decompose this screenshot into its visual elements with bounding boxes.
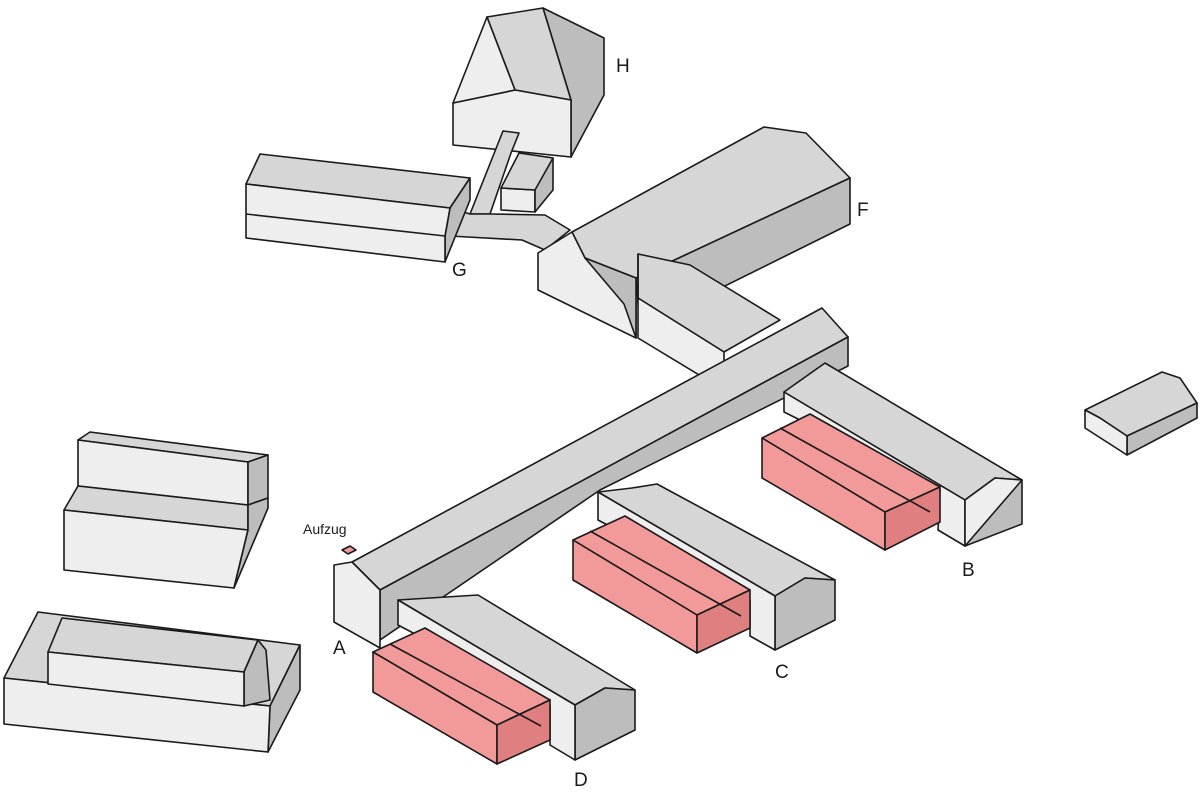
left-building-upper <box>63 431 269 589</box>
corridor-g-h-f <box>449 130 571 251</box>
aufzug-marker <box>341 545 357 555</box>
label-a: A <box>333 638 346 659</box>
small-building-right <box>1084 371 1198 456</box>
label-g: G <box>452 260 467 281</box>
wing-c-highlight <box>572 515 751 654</box>
wing-d-highlight <box>372 627 551 765</box>
wing-b-highlight <box>761 413 941 551</box>
main-bar <box>333 307 849 649</box>
label-aufzug: Aufzug <box>303 521 347 537</box>
label-h: H <box>616 56 630 77</box>
label-c: C <box>775 662 789 683</box>
label-f: F <box>857 200 869 221</box>
building-h <box>452 7 605 158</box>
building-g <box>245 153 471 263</box>
left-building-lower <box>3 611 301 753</box>
label-b: B <box>962 560 975 581</box>
label-d: D <box>574 770 588 791</box>
